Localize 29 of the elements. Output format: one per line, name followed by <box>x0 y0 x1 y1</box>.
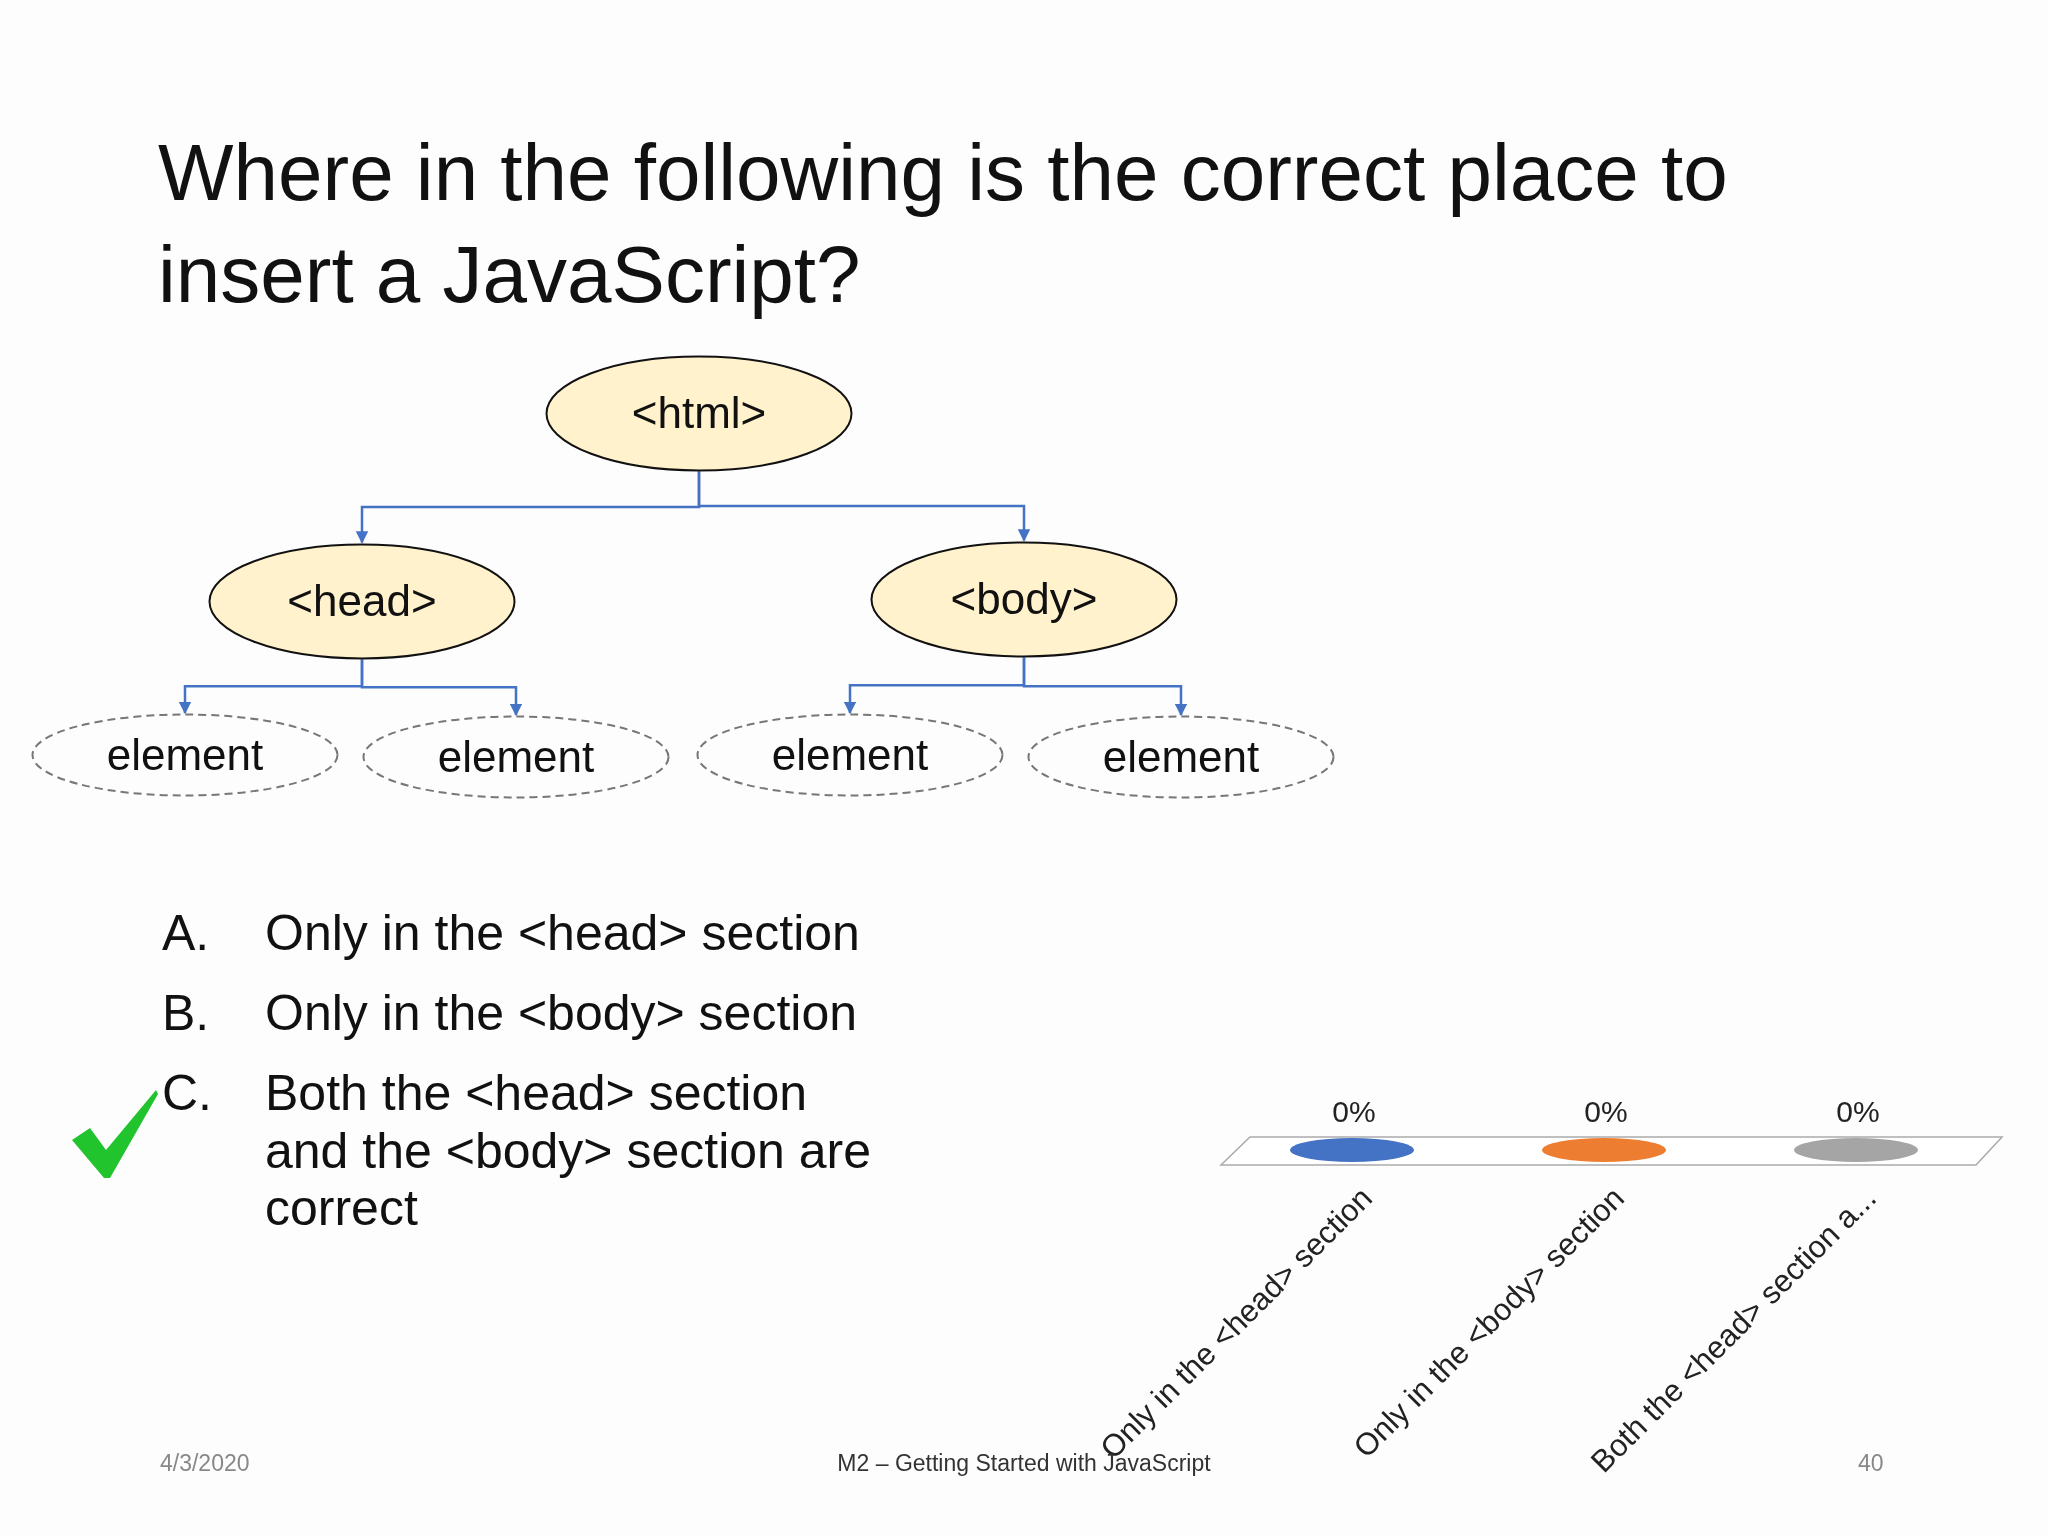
node-text: <head> <box>286 576 438 626</box>
answer-option: Both the <head> section and the <body> section are correct <box>265 1065 875 1238</box>
option-letter: B. <box>162 985 210 1043</box>
node-text: element <box>436 732 596 782</box>
option-letter: A. <box>162 905 210 963</box>
slide-number: 40 <box>1858 1450 1884 1477</box>
value-label: 0% <box>1332 1095 1376 1128</box>
slide-date: 4/3/2020 <box>160 1450 250 1477</box>
slide-title: Where in the following is the correct place to insert a JavaScript? <box>158 127 1729 321</box>
node-text: <html> <box>630 388 768 438</box>
node-text: element <box>105 730 265 780</box>
value-label: 0% <box>1584 1095 1628 1128</box>
arrow <box>360 659 523 717</box>
tag-ellipse <box>208 542 516 660</box>
answer-option: Only in the <body> section <box>265 985 858 1043</box>
dashed-ellipse <box>362 715 670 799</box>
node-text: <body> <box>949 574 1099 624</box>
option-letter: C. <box>162 1065 212 1123</box>
value-label: 0% <box>1836 1095 1880 1128</box>
dashed-ellipse <box>696 713 1004 797</box>
arrow <box>1022 657 1188 717</box>
answer-option: Only in the <head> section <box>265 905 860 963</box>
tag-ellipse <box>545 354 853 472</box>
node-text: element <box>1101 732 1261 782</box>
arrow <box>697 471 1031 542</box>
node-text: element <box>770 730 930 780</box>
tag-ellipse <box>870 540 1178 658</box>
dashed-ellipse <box>31 713 339 797</box>
dashed-ellipse <box>1027 715 1335 799</box>
